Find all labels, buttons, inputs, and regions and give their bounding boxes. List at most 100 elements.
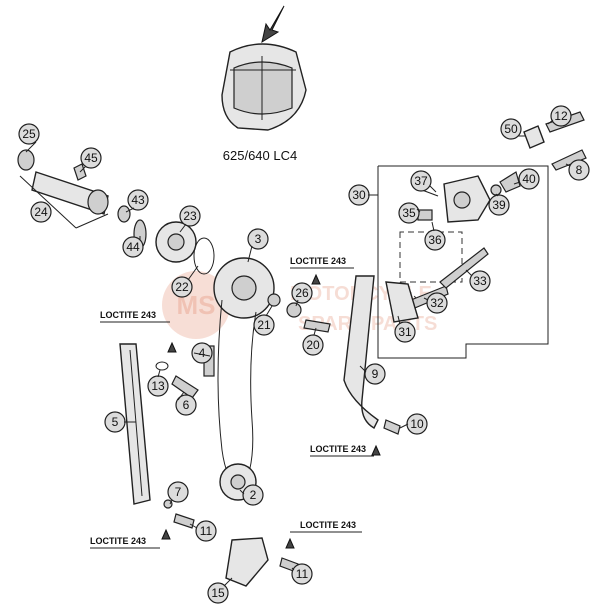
leader-24-b bbox=[75, 213, 109, 229]
svg-text:11: 11 bbox=[200, 524, 213, 538]
cylinder-head-detail: 625/640 LC4 bbox=[221, 5, 307, 163]
loctite-drop-icon bbox=[167, 341, 177, 353]
leader-lines bbox=[25, 119, 571, 587]
svg-text:25: 25 bbox=[22, 127, 36, 141]
svg-text:24: 24 bbox=[34, 205, 48, 219]
spring-33 bbox=[439, 247, 489, 289]
chain-outline bbox=[217, 299, 257, 493]
svg-text:11: 11 bbox=[296, 567, 309, 581]
svg-text:20: 20 bbox=[306, 338, 320, 352]
tensioner-assembly bbox=[377, 111, 587, 359]
svg-text:33: 33 bbox=[473, 274, 487, 288]
leader-7 bbox=[169, 499, 173, 505]
callout-6: 6 bbox=[175, 394, 197, 416]
svg-text:9: 9 bbox=[372, 367, 379, 381]
svg-text:50: 50 bbox=[504, 122, 518, 136]
callout-8: 8 bbox=[568, 159, 590, 181]
callout-21: 21 bbox=[253, 314, 275, 336]
bearing-25 bbox=[17, 149, 35, 171]
small-parts bbox=[155, 273, 401, 587]
bolt-10 bbox=[383, 419, 401, 435]
loctite-label: LOCTITE 243 bbox=[90, 536, 146, 546]
callout-22: 22 bbox=[171, 276, 193, 298]
callout-40: 40 bbox=[518, 168, 540, 190]
leader-24-a bbox=[19, 175, 77, 229]
leader-40 bbox=[513, 181, 521, 185]
callout-11b: 11 bbox=[291, 563, 313, 585]
tensioner-bracket bbox=[523, 125, 545, 149]
camshaft-assembly bbox=[17, 149, 131, 229]
callout-26: 26 bbox=[291, 282, 313, 304]
callout-15: 15 bbox=[207, 582, 229, 604]
svg-text:6: 6 bbox=[183, 398, 190, 412]
tensioner-pin bbox=[421, 189, 439, 197]
svg-text:13: 13 bbox=[151, 379, 165, 393]
loctite-label: LOCTITE 243 bbox=[300, 520, 356, 530]
callout-33: 33 bbox=[469, 270, 491, 292]
washer-21 bbox=[267, 293, 281, 307]
callout-3: 3 bbox=[247, 228, 269, 250]
loctite-labels: LOCTITE 243 LOCTITE 243 LOCTITE 243 LOCT… bbox=[90, 256, 374, 549]
callout-43: 43 bbox=[127, 189, 149, 211]
callout-32: 32 bbox=[426, 292, 448, 314]
svg-text:40: 40 bbox=[522, 172, 536, 186]
callout-12: 12 bbox=[550, 105, 572, 127]
loctite-label: LOCTITE 243 bbox=[290, 256, 346, 266]
tensioner-rail-body bbox=[343, 275, 379, 429]
svg-text:23: 23 bbox=[183, 209, 197, 223]
callout-39: 39 bbox=[488, 194, 510, 216]
callout-20: 20 bbox=[302, 334, 324, 356]
guide-rail-line bbox=[129, 349, 143, 497]
guide-rail-body bbox=[119, 343, 151, 505]
leader-26 bbox=[295, 299, 299, 307]
callout-25: 25 bbox=[18, 123, 40, 145]
engine-label: 625/640 LC4 bbox=[223, 148, 297, 163]
leader-33 bbox=[465, 269, 473, 277]
callout-45: 45 bbox=[80, 147, 102, 169]
leader-36 bbox=[431, 221, 435, 232]
loctite-drop-icon bbox=[311, 273, 321, 285]
callout-13: 13 bbox=[147, 375, 169, 397]
leader-8 bbox=[565, 163, 571, 167]
leader-39 bbox=[495, 193, 499, 197]
arrow-icon bbox=[261, 5, 285, 44]
svg-text:21: 21 bbox=[257, 318, 271, 332]
crank-sprocket-hub bbox=[230, 474, 246, 490]
svg-text:36: 36 bbox=[428, 233, 442, 247]
tensioner-bore bbox=[453, 191, 471, 209]
guide-rail-5 bbox=[119, 343, 151, 505]
cam-lobe bbox=[87, 189, 109, 215]
svg-text:7: 7 bbox=[175, 485, 182, 499]
leader-43 bbox=[125, 207, 135, 213]
svg-text:30: 30 bbox=[352, 188, 366, 202]
oring-13 bbox=[155, 361, 169, 371]
svg-text:15: 15 bbox=[211, 586, 225, 600]
gasket-31 bbox=[385, 281, 419, 323]
leader-9 bbox=[359, 365, 367, 373]
leader-11b bbox=[291, 567, 295, 571]
tensioner-plug bbox=[499, 171, 521, 193]
bolt-8 bbox=[551, 149, 587, 171]
bearing-23-bore bbox=[167, 233, 185, 251]
svg-text:35: 35 bbox=[402, 206, 416, 220]
svg-text:26: 26 bbox=[295, 286, 309, 300]
callout-24: 24 bbox=[30, 201, 52, 223]
svg-text:12: 12 bbox=[554, 109, 568, 123]
pin-7 bbox=[163, 499, 173, 509]
callout-23: 23 bbox=[179, 205, 201, 227]
leader-4 bbox=[193, 352, 211, 357]
leader-22 bbox=[187, 265, 199, 281]
tensioner-frame bbox=[377, 165, 549, 359]
loctite-label: LOCTITE 243 bbox=[310, 444, 366, 454]
svg-text:5: 5 bbox=[112, 415, 119, 429]
leader-15 bbox=[223, 577, 233, 587]
guide-15 bbox=[225, 537, 269, 587]
callout-36: 36 bbox=[424, 229, 446, 251]
svg-text:37: 37 bbox=[414, 174, 428, 188]
cylinder-head-inner bbox=[233, 61, 293, 115]
loctite-drop-icon bbox=[371, 444, 381, 456]
callout-7: 7 bbox=[167, 481, 189, 503]
callout-35: 35 bbox=[398, 202, 420, 224]
callout-37: 37 bbox=[410, 170, 432, 192]
